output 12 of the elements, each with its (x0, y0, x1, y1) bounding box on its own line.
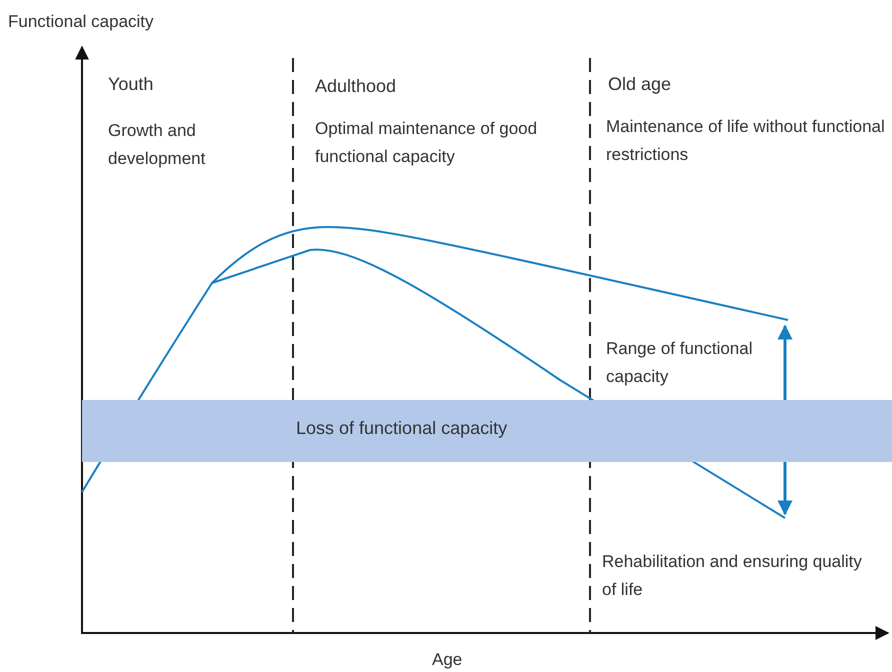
heading: Old age (608, 73, 672, 96)
annotation: Rehabilitation and ensuring quality of life (602, 551, 863, 601)
band-label: Loss of functional capacity (296, 418, 508, 439)
axis-title: Age (432, 649, 464, 671)
description: Optimal maintenance of good functional capacity (315, 118, 538, 168)
description: Growth and development (108, 120, 206, 170)
description: Maintenance of life without functional restrictions (606, 116, 886, 166)
axis-title: Functional capacity (8, 11, 155, 33)
heading: Adulthood (315, 75, 398, 98)
annotation: Range of functional capacity (606, 338, 754, 388)
heading: Youth (108, 73, 154, 96)
shaded-band (82, 400, 892, 462)
